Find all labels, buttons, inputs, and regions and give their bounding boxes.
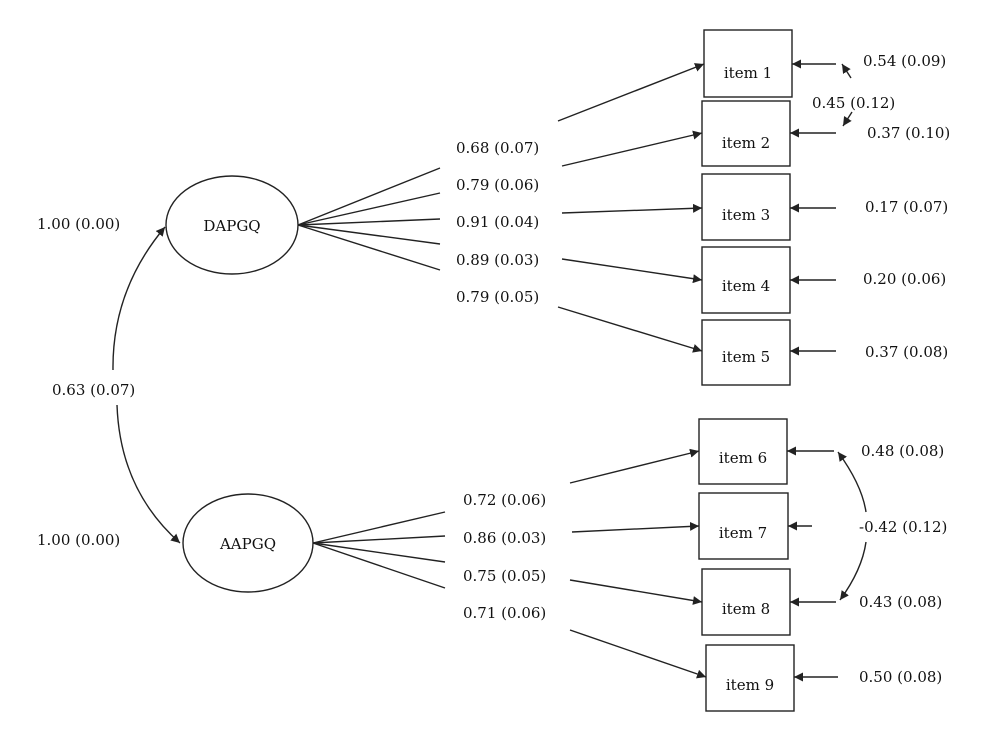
svg-text:item 6: item 6 xyxy=(719,449,767,467)
svg-text:item 1: item 1 xyxy=(724,64,772,82)
dapgq-variance-label: 1.00 (0.00) xyxy=(37,215,120,233)
error-label-item8: 0.43 (0.08) xyxy=(859,593,942,611)
aapgq-loading-stubs xyxy=(312,511,446,589)
item-box-7: item 7 xyxy=(698,492,789,560)
dapgq-loading-arrows xyxy=(557,63,705,353)
item-box-6: item 6 xyxy=(698,418,788,485)
item-box-4: item 4 xyxy=(701,246,791,314)
svg-text:item 4: item 4 xyxy=(722,277,770,295)
svg-text:item 3: item 3 xyxy=(722,206,770,224)
item-box-8: item 8 xyxy=(701,568,791,636)
factor-node-aapgq: AAPGQ xyxy=(182,493,314,593)
svg-text:DAPGQ: DAPGQ xyxy=(203,217,260,235)
dapgq-loading-stubs xyxy=(297,167,441,271)
svg-text:item 9: item 9 xyxy=(726,676,774,694)
error-arrows xyxy=(787,59,838,682)
error-covariance-item6-item8-lower xyxy=(839,541,867,601)
svg-text:AAPGQ: AAPGQ xyxy=(219,535,276,553)
error-covariance-label-item1-item2: 0.45 (0.12) xyxy=(812,94,895,112)
error-covariance-item1-item2 xyxy=(841,63,853,127)
aapgq-loading-arrows xyxy=(569,448,707,679)
error-covariance-label-item6-item8: -0.42 (0.12) xyxy=(859,518,947,536)
item-box-9: item 9 xyxy=(705,644,795,712)
aapgq-variance-label: 1.00 (0.00) xyxy=(37,531,120,549)
loading-label-item5: 0.79 (0.05) xyxy=(456,288,539,306)
item-box-2: item 2 xyxy=(701,100,791,167)
svg-text:item 5: item 5 xyxy=(722,348,770,366)
loading-label-item7: 0.86 (0.03) xyxy=(463,529,546,547)
factor-correlation-arrow-lower xyxy=(116,404,181,544)
loading-label-item1: 0.68 (0.07) xyxy=(456,139,539,157)
error-label-item6: 0.48 (0.08) xyxy=(861,442,944,460)
loading-label-item8: 0.75 (0.05) xyxy=(463,567,546,585)
svg-text:item 2: item 2 xyxy=(722,134,770,152)
error-covariance-item6-item8-upper xyxy=(837,451,867,513)
error-label-item1: 0.54 (0.09) xyxy=(863,52,946,70)
item-box-5: item 5 xyxy=(701,319,791,386)
svg-text:item 8: item 8 xyxy=(722,600,770,618)
loading-label-item4: 0.89 (0.03) xyxy=(456,251,539,269)
loading-label-item6: 0.72 (0.06) xyxy=(463,491,546,509)
error-label-item2: 0.37 (0.10) xyxy=(867,124,950,142)
item-box-3: item 3 xyxy=(701,173,791,241)
loading-label-item9: 0.71 (0.06) xyxy=(463,604,546,622)
error-label-item4: 0.20 (0.06) xyxy=(863,270,946,288)
svg-text:item 7: item 7 xyxy=(719,524,767,542)
loading-label-item3: 0.91 (0.04) xyxy=(456,213,539,231)
error-label-item5: 0.37 (0.08) xyxy=(865,343,948,361)
factor-correlation-arrow xyxy=(112,226,166,371)
factor-correlation-label: 0.63 (0.07) xyxy=(52,381,135,399)
item-box-1: item 1 xyxy=(703,29,793,98)
loading-label-item2: 0.79 (0.06) xyxy=(456,176,539,194)
factor-node-dapgq: DAPGQ xyxy=(165,175,299,275)
error-label-item3: 0.17 (0.07) xyxy=(865,198,948,216)
error-label-item9: 0.50 (0.08) xyxy=(859,668,942,686)
